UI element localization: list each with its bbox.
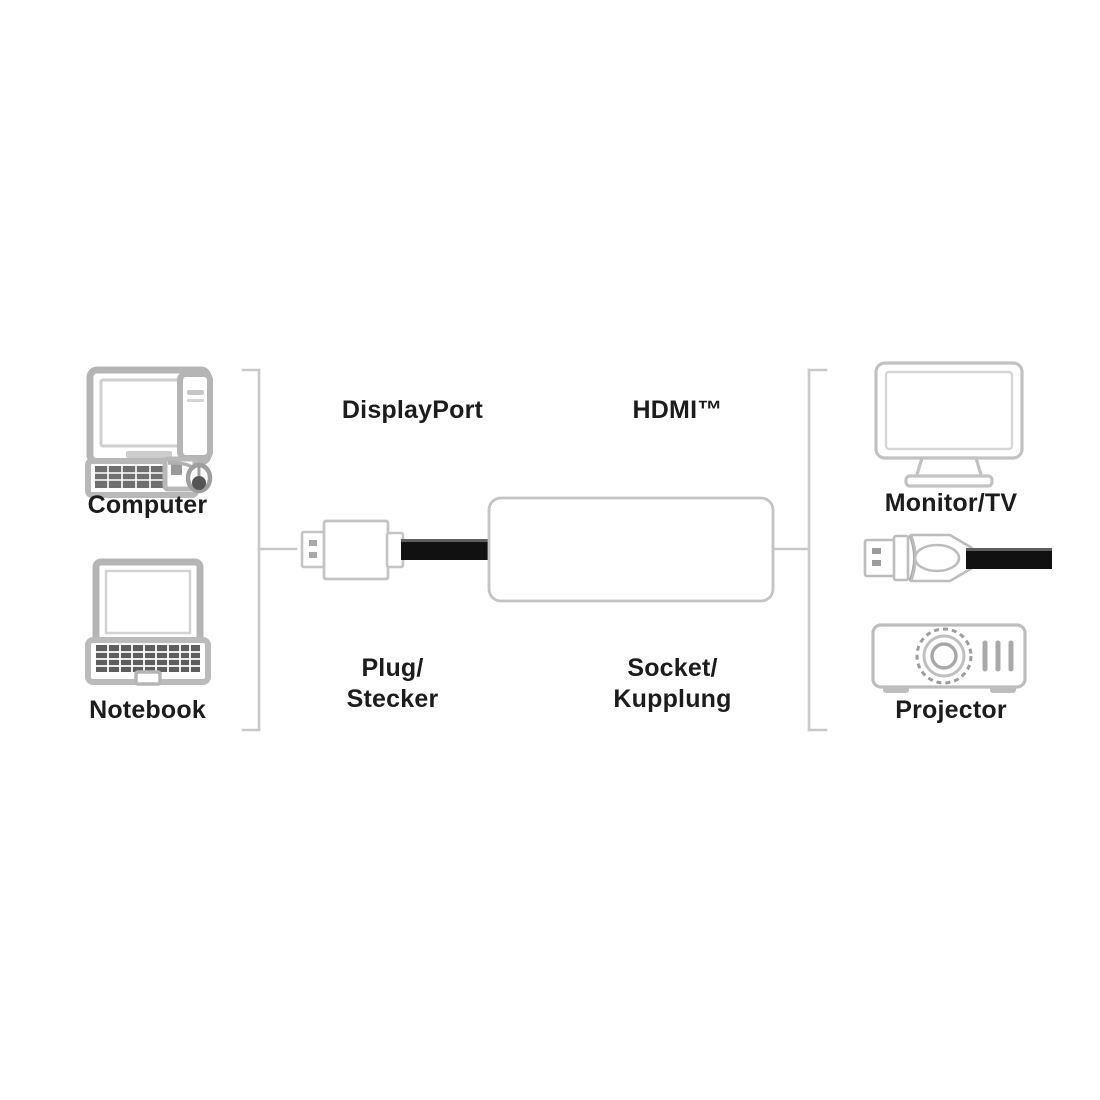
target-device-label-monitor-tv: Monitor/TV [884,489,1018,517]
connector-label-hdmi: HDMI™ [632,396,723,424]
desktop-computer-icon [85,366,213,498]
source-device-label-notebook: Notebook [89,696,206,724]
connector-label-displayport: DisplayPort [341,396,484,424]
hdmi-plug-cable-icon [863,533,1052,583]
displayport-plug-icon [300,519,405,581]
source-device-label-computer: Computer [87,491,208,519]
target-device-label-projector: Projector [895,696,1007,724]
projector-icon [871,623,1027,693]
notebook-laptop-icon [85,558,211,686]
connector-label-plug-stecker: Plug/ Stecker [346,654,439,713]
adapter-body-icon [487,496,775,603]
connector-label-socket-kupplung: Socket/ Kupplung [613,654,732,713]
monitor-tv-icon [874,361,1024,488]
cable-icon [401,539,493,560]
